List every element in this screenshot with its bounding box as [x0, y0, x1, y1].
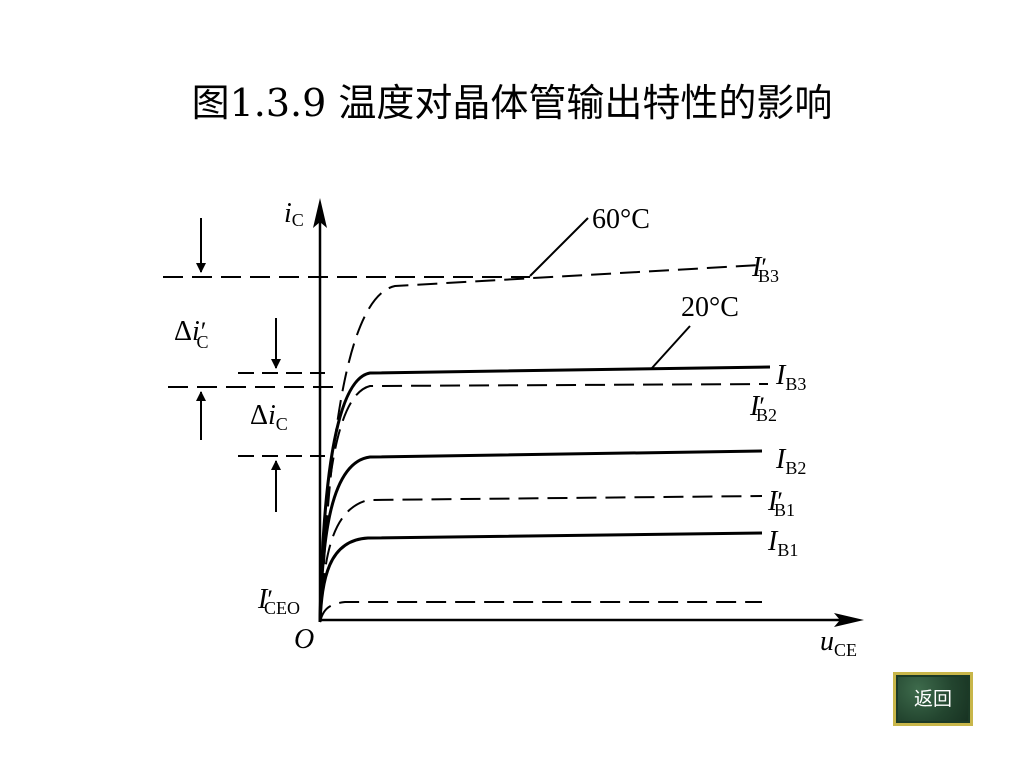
label-60c: 60°C [592, 204, 650, 235]
back-button[interactable]: 返回 [893, 672, 973, 726]
leader-60c [529, 217, 589, 277]
curve-ib2-prime [319, 383, 769, 623]
curve-label-ib3: IB3 [775, 360, 806, 394]
curve-label-iceop: I′CEO [257, 584, 300, 618]
curve-label-ib2p: I′B2 [749, 391, 777, 425]
y-axis-arrow-icon [313, 198, 327, 228]
y-axis-label: iC [284, 198, 304, 230]
curve-label-ib3p: I′B3 [751, 252, 779, 286]
delta-ic-label: ΔiC [250, 400, 288, 434]
curve-ib3 [318, 365, 771, 623]
curve-ib2 [318, 449, 763, 623]
curve-label-ib1p: I′B1 [767, 486, 795, 520]
curve-label-ib1: IB1 [767, 526, 798, 560]
origin-label: O [294, 624, 314, 655]
delta-ic-prime-label: Δi′C [174, 316, 209, 352]
curve-ib1-prime [319, 495, 763, 623]
leader-20c [651, 325, 691, 369]
curve-ib1 [318, 531, 763, 623]
slide-title: 图1.3.9 温度对晶体管输出特性的影响 [191, 81, 833, 125]
label-20c: 20°C [681, 292, 739, 323]
x-axis-label: uCE [820, 626, 857, 660]
curve-label-ib2: IB2 [775, 444, 806, 478]
x-axis-arrow-icon [834, 613, 864, 627]
